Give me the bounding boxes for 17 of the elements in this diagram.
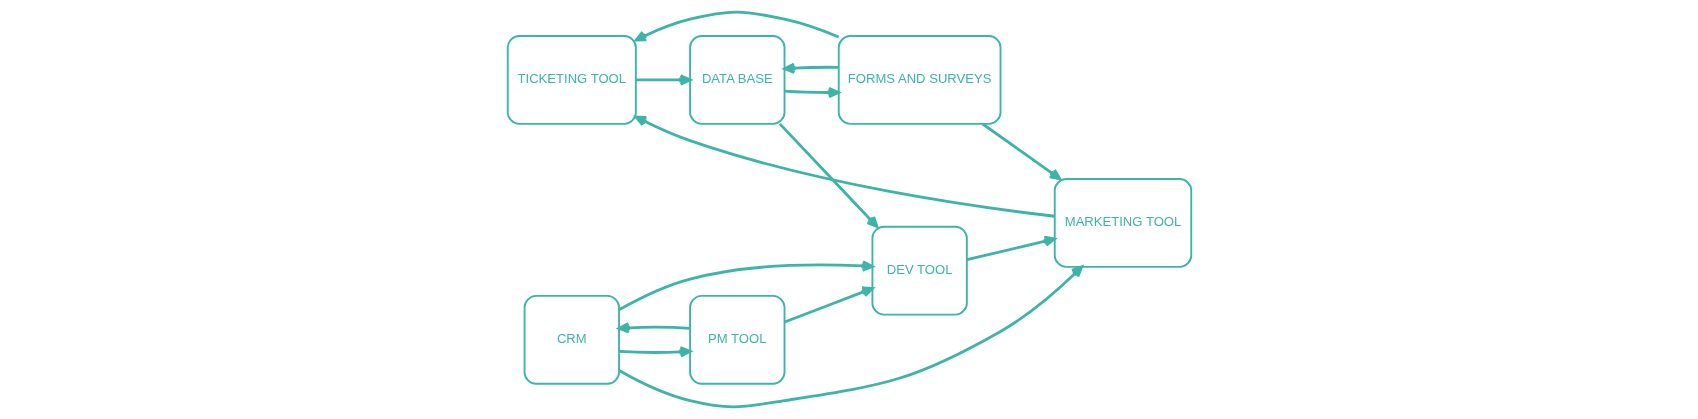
node-box: DATA BASE: [688, 35, 785, 125]
node-box: CRM: [523, 294, 620, 385]
arrow: [966, 235, 1056, 261]
node-box: PM TOOL: [688, 294, 785, 385]
arrow: [981, 122, 1061, 181]
arrow: [634, 10, 839, 42]
node-box: DEV TOOL: [870, 225, 968, 316]
arrow: [617, 322, 690, 334]
node-box: MARKETING TOOL: [1053, 178, 1192, 268]
node-box: FORMS AND SURVEYS: [837, 35, 1001, 125]
node-box: TICKETING TOOL: [506, 35, 637, 125]
arrow: [618, 346, 691, 358]
arrow: [634, 115, 1055, 218]
arrow: [784, 86, 840, 99]
arrow: [635, 74, 691, 86]
arrow: [778, 122, 878, 228]
arrow: [618, 265, 1083, 409]
